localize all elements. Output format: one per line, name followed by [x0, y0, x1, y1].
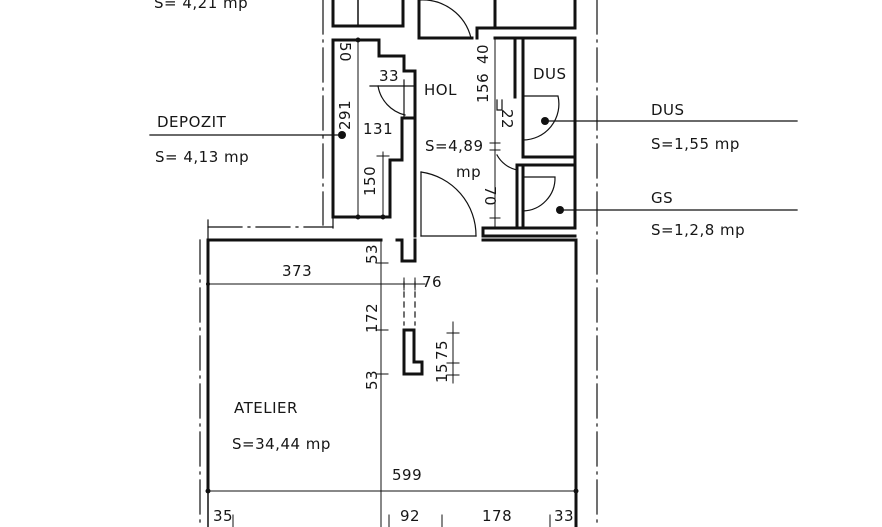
- hol-area-unit: mp: [456, 163, 482, 181]
- dim-depozit-height: 291: [336, 99, 354, 130]
- dim-bottom-segment-4: 33: [554, 507, 575, 525]
- depozit-door-swing: [377, 85, 406, 116]
- depozit-name: DEPOZIT: [157, 113, 227, 131]
- dus-door-swing: [522, 95, 560, 141]
- dim-atelier-vertical: 172: [363, 302, 381, 333]
- dim-pillar-base: 15: [433, 362, 451, 383]
- dim-atelier-bottom-offset: 53: [363, 369, 381, 390]
- dim-atelier-top-offset: 53: [363, 243, 381, 264]
- atelier-area: S=34,44 mp: [232, 435, 331, 453]
- dim-pillar-height: 75: [433, 339, 451, 360]
- dim-depozit-inner: 131: [363, 120, 394, 138]
- leader-lines: [149, 120, 798, 211]
- dim-depozit-top: 50: [336, 42, 354, 63]
- top-room-walls: [331, 0, 577, 40]
- dim-bottom-segment-2: 92: [400, 507, 421, 525]
- dim-dus-door: 22: [498, 109, 516, 130]
- dim-atelier-total-width: 599: [392, 466, 423, 484]
- top-door-swing: [418, 0, 472, 39]
- dim-hol-top: 40: [474, 43, 492, 64]
- dus-area: S=1,55 mp: [651, 135, 740, 153]
- hol-name: HOL: [424, 81, 457, 99]
- depozit-area: S= 4,13 mp: [155, 148, 250, 166]
- gs-name: GS: [651, 189, 674, 207]
- atelier-name: ATELIER: [234, 399, 298, 417]
- dim-atelier-width-left: 373: [282, 262, 313, 280]
- dim-hol-mid: 156: [474, 72, 492, 103]
- dim-bottom-segment-1: 35: [213, 507, 234, 525]
- dim-atelier-pillar-gap: 76: [422, 273, 443, 291]
- gs-area: S=1,2,8 mp: [651, 221, 746, 239]
- dim-gs-door: 70: [481, 186, 499, 207]
- hol-area-value: S=4,89: [425, 137, 484, 155]
- atelier-walls: [206, 238, 578, 527]
- bathroom-walls: [481, 36, 577, 238]
- pillar: [402, 328, 424, 376]
- depozit-walls: [331, 38, 417, 238]
- dim-depozit-lower: 150: [361, 165, 379, 196]
- dus-name: DUS: [651, 101, 685, 119]
- dus-inner-name: DUS: [533, 65, 567, 83]
- gs-door-swing: [522, 176, 556, 212]
- dim-depozit-width: 33: [379, 67, 400, 85]
- dim-bottom-segment-3: 178: [482, 507, 513, 525]
- hol-bottom-door: [420, 171, 477, 237]
- top-room-area: S= 4,21 mp: [154, 0, 249, 12]
- atelier-dims: [207, 239, 577, 527]
- axis-lines: [199, 0, 598, 527]
